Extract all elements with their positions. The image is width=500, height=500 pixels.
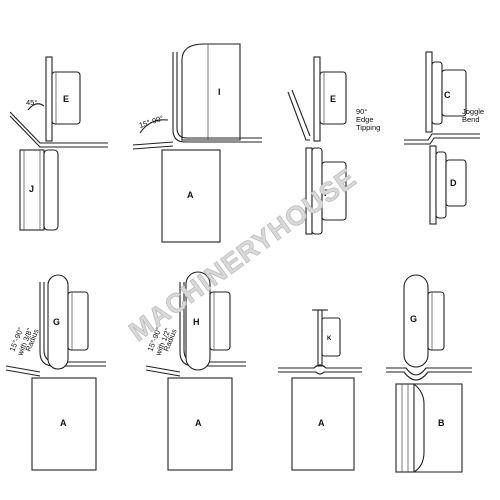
part-label-b: B xyxy=(438,418,445,428)
die-e2-body xyxy=(319,71,347,125)
panel-edge-tipping: E 90° Edge Tipping F xyxy=(287,56,380,235)
workpiece-h-tail xyxy=(145,365,181,377)
note-tipping-1: 90° xyxy=(356,107,367,116)
punch-k-body xyxy=(321,317,341,357)
part-label-a-4: A xyxy=(318,418,325,428)
part-label-j: J xyxy=(29,184,34,194)
blade-i-body xyxy=(181,43,241,141)
blade-c-plate xyxy=(425,51,433,133)
note-joggle-1: Joggle xyxy=(462,107,484,116)
panel-i-blade: I 15°-90° A xyxy=(132,43,262,243)
panel-45-bend: E 45° J xyxy=(9,56,108,231)
blade-g2-hub xyxy=(427,291,445,351)
blade-c-body xyxy=(441,69,467,117)
die-b-body xyxy=(412,383,463,473)
die-b-wall xyxy=(395,383,415,473)
part-label-a-2: A xyxy=(60,418,67,428)
panel-radius-38: G 15°-90° with 3/8" Radius A xyxy=(5,274,106,471)
workpiece-groove xyxy=(386,367,472,381)
die-d-body xyxy=(445,159,467,207)
workpiece-g-tail xyxy=(5,365,41,377)
blade-h-hub xyxy=(209,291,231,351)
part-label-e2: E xyxy=(330,94,336,104)
blade-e-plate xyxy=(45,56,53,142)
die-a-body-1 xyxy=(161,149,221,243)
workpiece-i-tail xyxy=(132,141,174,150)
punch-k-plate xyxy=(317,309,323,367)
blade-c-flange xyxy=(431,61,443,125)
part-label-a-1: A xyxy=(187,190,194,200)
note-angle-45: 45° xyxy=(26,98,37,107)
blade-e2-plate xyxy=(313,56,321,142)
workpiece-i xyxy=(172,52,262,143)
panel-radius-12: H 15°-90° with 1/2" Radius A xyxy=(145,271,246,471)
panel-k-punch: K A xyxy=(278,309,362,471)
die-d-plate xyxy=(429,145,437,225)
part-label-k: K xyxy=(327,336,332,342)
workpiece-k xyxy=(278,364,362,375)
die-a-body-4 xyxy=(291,377,355,471)
die-a-body-2 xyxy=(31,377,97,471)
note-joggle-2: Bend xyxy=(462,115,480,124)
panel-joggle-bend: C Joggle Bend D xyxy=(404,51,484,225)
part-label-d: D xyxy=(450,178,457,188)
workpiece-tipping-top xyxy=(287,89,311,141)
part-label-c: C xyxy=(444,90,451,100)
blade-g-hub xyxy=(67,291,89,351)
part-label-f: F xyxy=(324,188,330,198)
part-label-i: I xyxy=(218,87,221,97)
part-label-a-3: A xyxy=(195,418,202,428)
die-e-body xyxy=(51,71,81,125)
part-label-g: G xyxy=(53,317,60,327)
die-a-body-3 xyxy=(167,377,233,471)
die-j-flange xyxy=(43,149,59,231)
note-angle-15-90: 15°-90° xyxy=(138,114,165,130)
angle-arc-15-90 xyxy=(139,119,169,134)
workpiece-joggle xyxy=(404,133,480,145)
note-tipping-3: Tipping xyxy=(356,123,380,132)
die-f-body xyxy=(321,161,347,221)
die-d-flange xyxy=(435,151,447,219)
panel-groove: G B xyxy=(386,274,472,473)
part-label-e: E xyxy=(63,94,69,104)
angle-arc-45 xyxy=(27,103,45,111)
part-label-g2: G xyxy=(410,314,417,324)
note-tipping-2: Edge xyxy=(356,115,374,124)
workpiece-45 xyxy=(9,111,108,148)
part-label-h: H xyxy=(193,317,200,327)
